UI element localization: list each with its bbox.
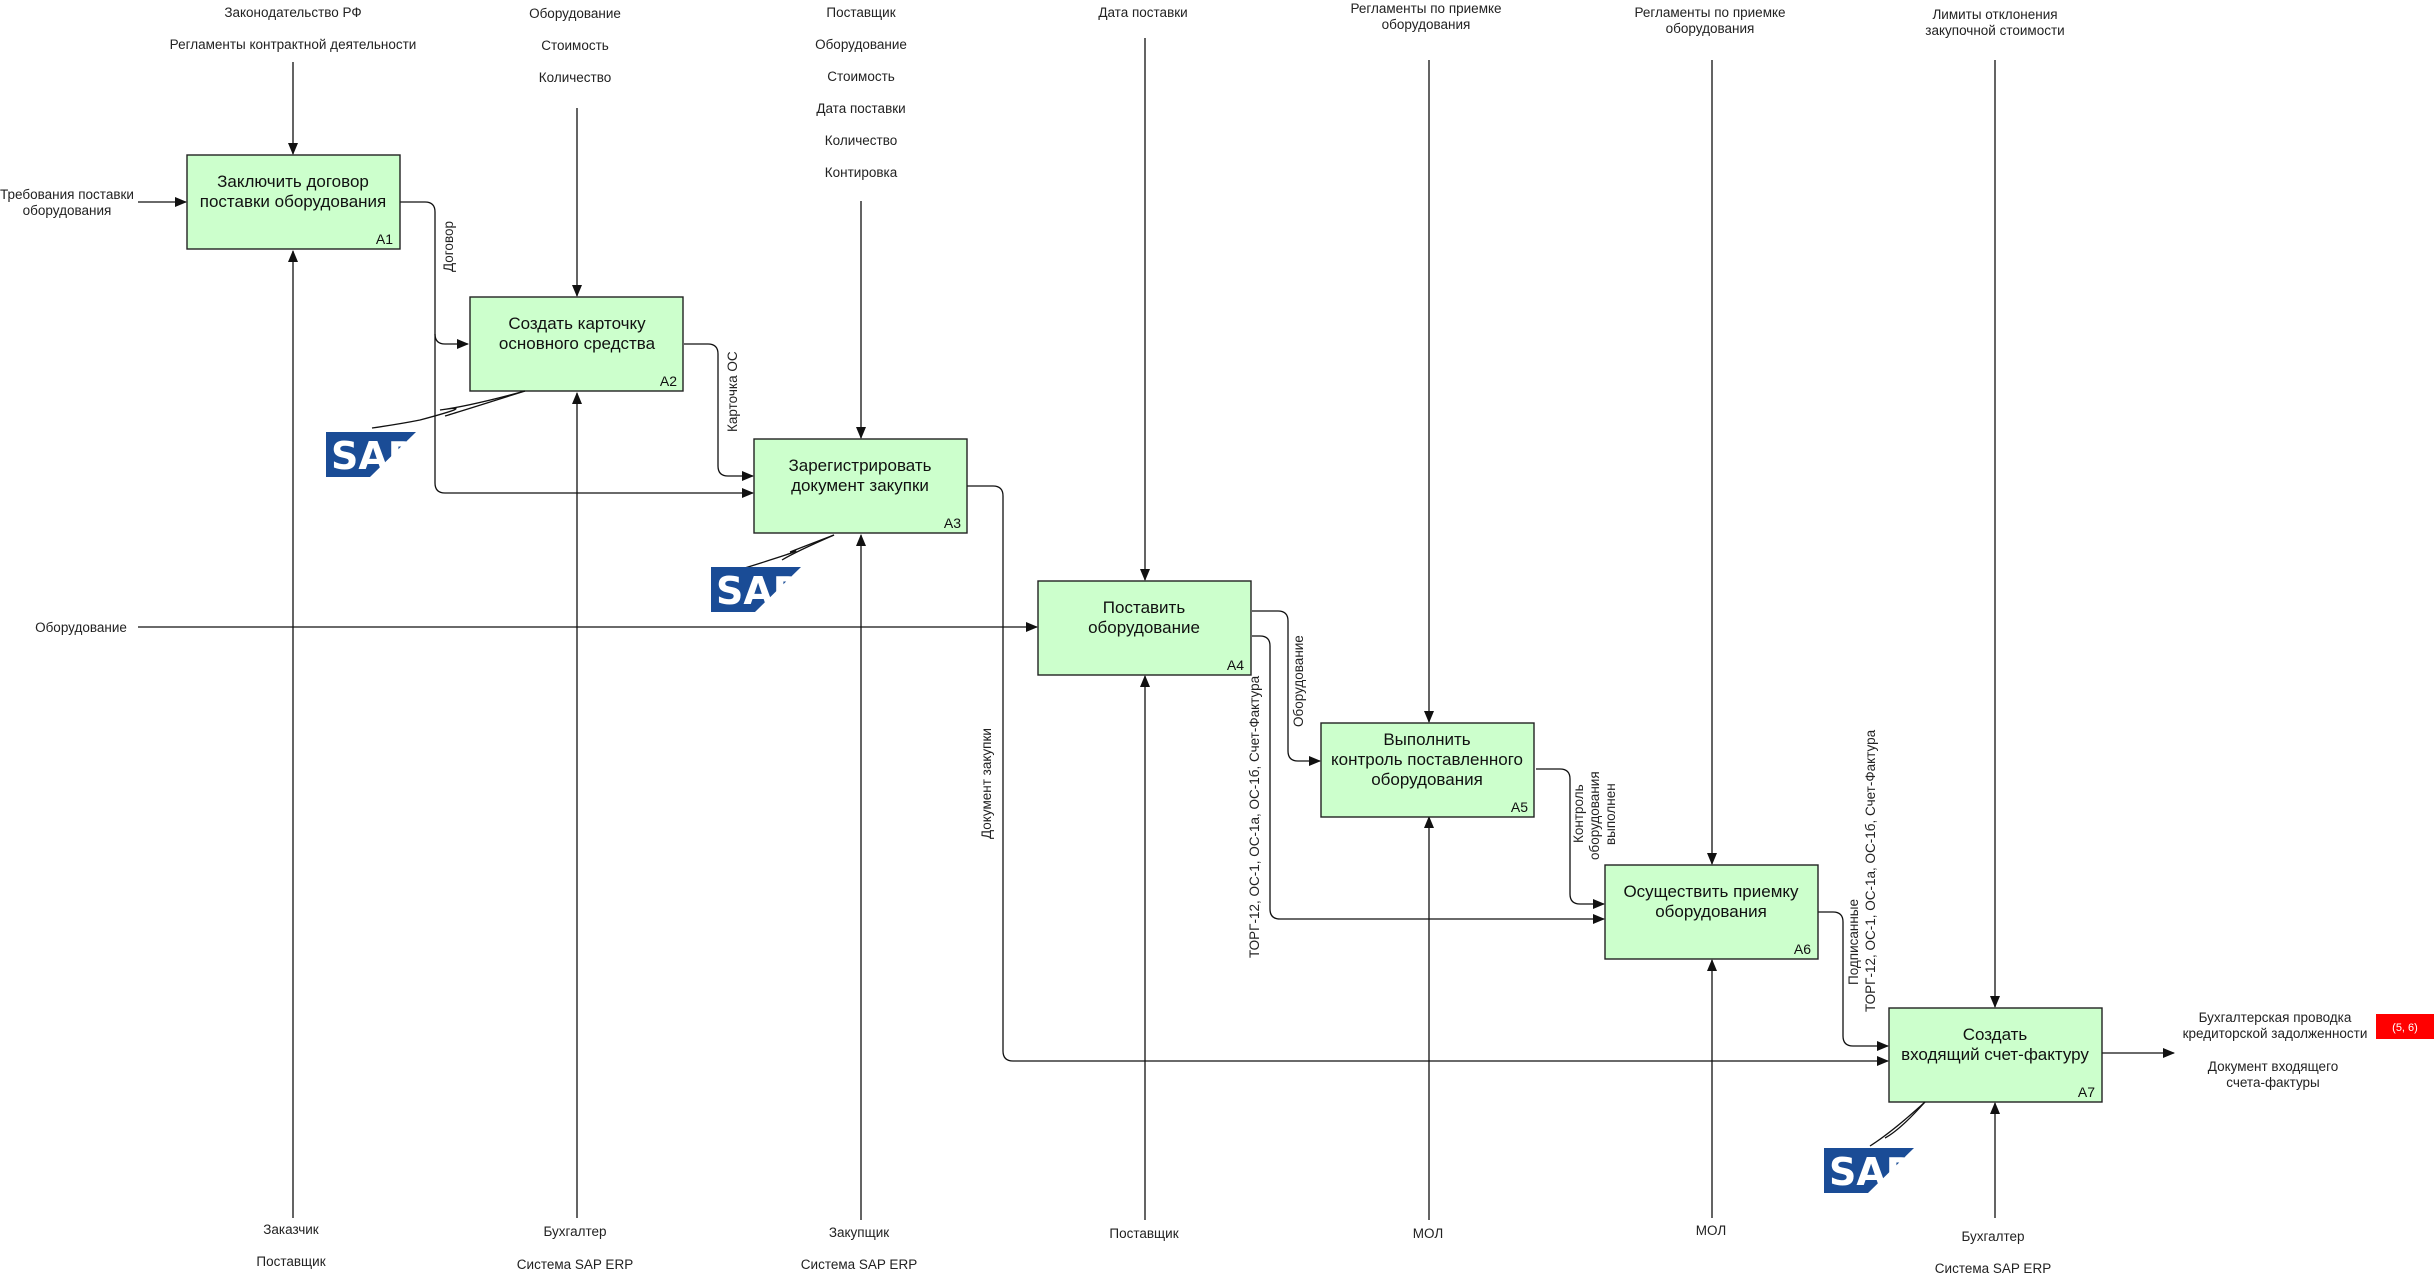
- control-a3-label-6: Контировка: [825, 165, 898, 180]
- activity-box-a7[interactable]: Создать входящий счет-фактуру A7: [1888, 1007, 2103, 1103]
- box-a7-line-2: входящий счет-фактуру: [1901, 1045, 2089, 1064]
- mechanism-a7-label-1: Бухгалтер: [1961, 1229, 2024, 1244]
- output-dokument-sf-2: счета-фактуры: [2226, 1075, 2320, 1090]
- activity-box-a2[interactable]: Создать карточку основного средства A2: [469, 296, 684, 392]
- control-a2-label-1: Оборудование: [529, 6, 621, 21]
- mechanism-a6-label-1: МОЛ: [1696, 1223, 1726, 1238]
- sap-logo-a7: SAP: [1824, 1101, 1926, 1194]
- mechanism-a3-label-1: Закупщик: [829, 1225, 889, 1240]
- control-a3-label-1: Поставщик: [826, 5, 895, 20]
- output-provodka-1: Бухгалтерская проводка: [2199, 1010, 2352, 1025]
- arrow-label-kontrol-2: оборудования: [1587, 771, 1602, 860]
- box-a5-line-1: Выполнить: [1383, 730, 1470, 749]
- control-a1-label-2: Регламенты контрактной деятельности: [170, 37, 417, 52]
- control-a1-label-1: Законодательство РФ: [224, 5, 361, 20]
- box-a5-line-3: оборудования: [1371, 770, 1483, 789]
- box-a5-id: A5: [1511, 799, 1528, 815]
- control-a3-label-2: Оборудование: [815, 37, 907, 52]
- box-a4-line-1: Поставить: [1103, 598, 1186, 617]
- sap-logo-text: SAP: [1829, 1150, 1914, 1194]
- sap-logo-a3: SAP: [711, 534, 835, 613]
- control-a7-label-1: Лимиты отклонения: [1932, 7, 2057, 22]
- arrow-label-kartochka: Карточка ОС: [725, 351, 740, 432]
- control-labels: Законодательство РФ Регламенты контрактн…: [170, 1, 2065, 180]
- arrow-label-torg-docs: ТОРГ-12, ОС-1, ОС-1а, ОС-1б, Счет-Фактур…: [1247, 675, 1262, 958]
- control-a5-label-2: оборудования: [1382, 17, 1471, 32]
- box-a6-line-2: оборудования: [1655, 902, 1767, 921]
- sap-logo-shape: [326, 432, 416, 477]
- box-a6-line-1: Осуществить приемку: [1623, 882, 1799, 901]
- control-a5-label-1: Регламенты по приемке: [1350, 1, 1501, 16]
- box-a3-line-1: Зарегистрировать: [788, 456, 931, 475]
- arrow-label-oborudovanie: Оборудование: [1291, 635, 1306, 727]
- output-dokument-sf-1: Документ входящего: [2208, 1059, 2338, 1074]
- mechanism-a7-label-2: Система SAP ERP: [1935, 1261, 2051, 1276]
- box-a4-id: A4: [1227, 657, 1244, 673]
- sap-logo-shape: [711, 567, 801, 612]
- box-a5-line-2: контроль поставленного: [1331, 750, 1523, 769]
- arrow-labels: Договор Карточка ОС Документ закупки Обо…: [441, 221, 1878, 1012]
- arrow-label-dokument-zakupki: Документ закупки: [979, 728, 994, 839]
- box-a1-id: A1: [376, 231, 393, 247]
- arrow-label-dogovor: Договор: [441, 221, 456, 272]
- box-a3-id: A3: [944, 515, 961, 531]
- box-a2-line-2: основного средства: [499, 334, 656, 353]
- box-a6-id: A6: [1794, 941, 1811, 957]
- input-a4-label-1: Оборудование: [35, 620, 127, 635]
- sap-logo-text: SAP: [716, 569, 801, 613]
- sap-logo-a2: SAP: [326, 390, 526, 478]
- sap-logo-text: SAP: [331, 434, 416, 478]
- box-a2-id: A2: [660, 373, 677, 389]
- control-a3-label-5: Количество: [825, 133, 898, 148]
- mechanism-labels: Заказчик Поставщик Бухгалтер Система SAP…: [256, 1222, 2051, 1276]
- arrow-label-kontrol-3: выполнен: [1603, 783, 1618, 845]
- activity-box-a1[interactable]: Заключить договор поставки оборудования …: [186, 154, 401, 250]
- reference-badge[interactable]: (5, 6): [2376, 1014, 2434, 1039]
- input-a1-label-1: Требования поставки: [0, 187, 134, 202]
- mechanism-a3-label-2: Система SAP ERP: [801, 1257, 917, 1272]
- box-a7-line-1: Создать: [1963, 1025, 2028, 1044]
- input-labels: Требования поставки оборудования Оборудо…: [0, 187, 134, 635]
- mechanism-a1-label-1: Заказчик: [263, 1222, 319, 1237]
- activity-box-a6[interactable]: Осуществить приемку оборудования A6: [1604, 864, 1819, 960]
- control-a7-label-2: закупочной стоимости: [1925, 23, 2064, 38]
- control-a6-label-1: Регламенты по приемке: [1634, 5, 1785, 20]
- mechanism-a4-label-1: Поставщик: [1109, 1226, 1178, 1241]
- box-a3-line-2: документ закупки: [791, 476, 929, 495]
- activity-box-a3[interactable]: Зарегистрировать документ закупки A3: [753, 438, 968, 534]
- arrow-label-podpisannye-1: Подписанные: [1846, 899, 1861, 985]
- box-a1-line-2: поставки оборудования: [200, 192, 387, 211]
- input-a1-label-2: оборудования: [23, 203, 112, 218]
- reference-badge-label: (5, 6): [2392, 1022, 2418, 1034]
- control-a2-label-3: Количество: [539, 70, 612, 85]
- box-a7-id: A7: [2078, 1084, 2095, 1100]
- control-a3-label-3: Стоимость: [827, 69, 895, 84]
- control-a6-label-2: оборудования: [1666, 21, 1755, 36]
- box-a2-line-1: Создать карточку: [508, 314, 646, 333]
- output-provodka-2: кредиторской задолженности: [2183, 1026, 2368, 1041]
- mechanism-a1-label-2: Поставщик: [256, 1254, 325, 1269]
- mechanism-a2-label-2: Система SAP ERP: [517, 1257, 633, 1272]
- control-a4-label-1: Дата поставки: [1098, 5, 1187, 20]
- activity-box-a5[interactable]: Выполнить контроль поставленного оборудо…: [1320, 722, 1535, 818]
- box-a1-line-1: Заключить договор: [217, 172, 369, 191]
- mechanism-a2-label-1: Бухгалтер: [543, 1224, 606, 1239]
- connector-lines: [138, 38, 2175, 1220]
- output-labels: Бухгалтерская проводка кредиторской задо…: [2183, 1010, 2368, 1090]
- activity-box-a4[interactable]: Поставить оборудование A4: [1037, 580, 1252, 676]
- control-a3-label-4: Дата поставки: [816, 101, 905, 116]
- box-a4-line-2: оборудование: [1088, 618, 1200, 637]
- arrow-label-podpisannye-2: ТОРГ-12, ОС-1, ОС-1а, ОС-1б, Счет-Фактур…: [1863, 729, 1878, 1012]
- control-a2-label-2: Стоимость: [541, 38, 609, 53]
- mechanism-a5-label-1: МОЛ: [1413, 1226, 1443, 1241]
- arrow-label-kontrol-1: Контроль: [1571, 784, 1586, 843]
- sap-logo-shape: [1824, 1148, 1914, 1193]
